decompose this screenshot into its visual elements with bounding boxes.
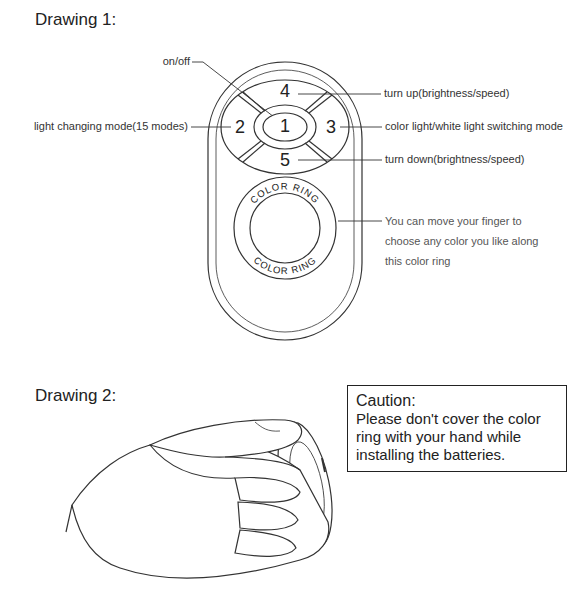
remote-inner-outline (216, 70, 354, 332)
center-button-ring (254, 105, 316, 149)
ring-label: COLOR RING (252, 254, 318, 276)
button-mode: 2 (230, 115, 250, 141)
button-power: 1 (262, 112, 308, 142)
button-number: 4 (280, 81, 290, 103)
button-label: color light/white light switching mode (385, 120, 563, 133)
caution-heading: Caution: (356, 391, 558, 410)
color-ring-shape: COLOR RING COLOR RING (233, 176, 337, 280)
drawing-heading: Drawing 2: (35, 386, 116, 406)
button-number: 2 (235, 117, 245, 139)
button-label: light changing mode(15 modes) (34, 120, 188, 133)
button-up: 4 (275, 79, 295, 105)
ring-outer (234, 177, 336, 279)
color-ring-note: You can move your finger to choose any c… (385, 211, 540, 271)
button-label: turn down(brightness/speed) (385, 153, 524, 166)
ring-label: COLOR RING (248, 180, 322, 205)
button-number: 5 (280, 150, 290, 172)
button-down: 5 (275, 148, 295, 174)
ring-inner (250, 193, 320, 263)
drawing-heading: Drawing 1: (35, 10, 116, 30)
button-switch: 3 (321, 115, 341, 141)
color-ring: COLOR RING COLOR RING (233, 176, 337, 280)
caution-box: Caution:Please don't cover the color rin… (347, 385, 567, 472)
hand (66, 420, 329, 579)
remote-body (208, 62, 362, 340)
button-number: 1 (280, 116, 290, 138)
button-label: turn up(brightness/speed) (384, 87, 509, 100)
button-number: 3 (326, 117, 336, 139)
caution-body: Please don't cover the color ring with y… (356, 410, 558, 464)
button-label: on/off (163, 55, 190, 68)
